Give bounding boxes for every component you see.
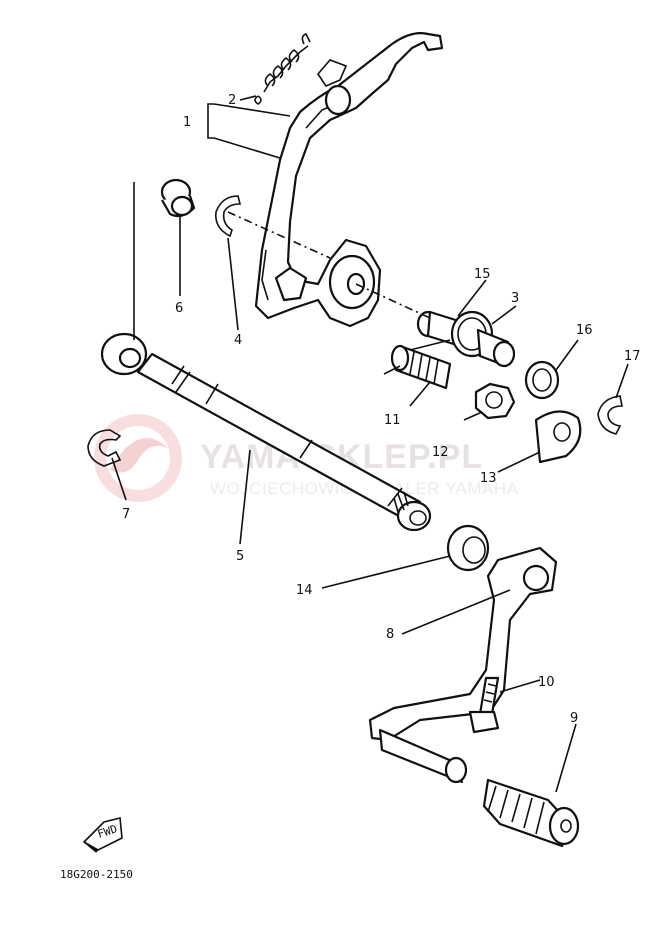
part-plate-13 (534, 410, 582, 464)
watermark-logo-icon (94, 414, 182, 502)
part-circlip-4 (214, 195, 242, 238)
watermark: YAMA-SKLEP.PL WOJCIECHOWICZ DEALER YAMAH… (94, 414, 518, 502)
callout-3: 3 (511, 291, 519, 306)
part-stopper-pin-11 (383, 344, 452, 390)
part-spring-2 (254, 33, 311, 105)
callout-7: 7 (122, 507, 130, 522)
part-oil-seal-14 (446, 524, 490, 572)
callout-12: 12 (432, 445, 449, 460)
fwd-label: FWD (96, 822, 119, 841)
diagram-code: 18G200-2150 (60, 868, 133, 881)
callout-1: 1 (183, 115, 191, 130)
part-clip-17 (597, 395, 623, 435)
fwd-arrow-icon: FWD (82, 816, 123, 853)
part-nut-12 (474, 382, 516, 420)
part-torsion-spring-3 (409, 310, 516, 368)
callout-labels: 1 2 3 4 5 6 7 8 9 10 11 12 13 14 15 16 1… (122, 93, 641, 726)
part-shift-shaft-5 (100, 332, 432, 532)
callout-9: 9 (570, 711, 578, 726)
callout-8: 8 (386, 627, 394, 642)
callout-16: 16 (576, 323, 593, 338)
part-shift-pedal-8 (368, 546, 558, 784)
part-washer-16 (524, 360, 560, 400)
callout-17: 17 (624, 349, 641, 364)
callout-10: 10 (538, 675, 555, 690)
callout-4: 4 (234, 333, 242, 348)
part-e-clip-7 (87, 429, 122, 467)
part-collar-6 (160, 178, 196, 218)
leader-lines (111, 95, 629, 793)
callout-13: 13 (480, 471, 497, 486)
callout-2: 2 (228, 93, 236, 108)
callout-14: 14 (296, 583, 313, 598)
callout-6: 6 (175, 301, 183, 316)
callout-11: 11 (384, 413, 401, 428)
part-pedal-rubber-9 (482, 778, 580, 848)
part-bolt-10 (468, 676, 500, 734)
callout-5: 5 (236, 549, 244, 564)
part-shift-arm (254, 32, 444, 328)
callout-15: 15 (474, 267, 491, 282)
